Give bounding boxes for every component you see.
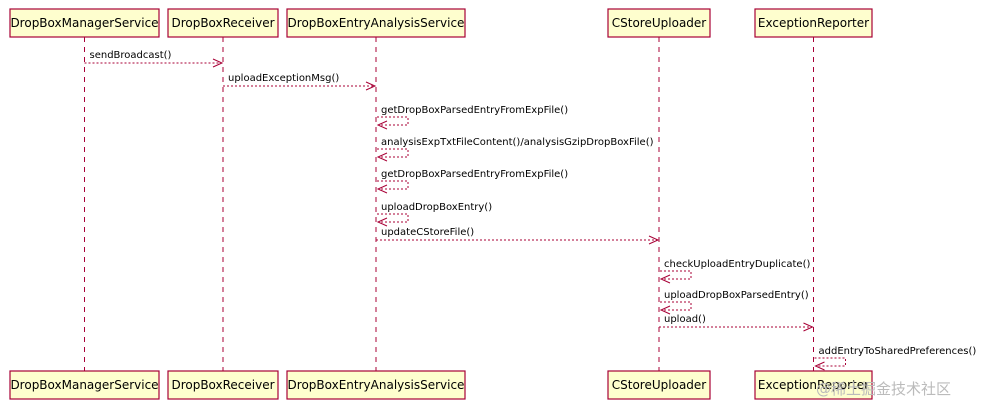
message-3: getDropBoxParsedEntryFromExpFile() — [376, 105, 568, 130]
participant-label: DropBoxEntryAnalysisService — [288, 16, 465, 30]
participant-label: ExceptionReporter — [758, 16, 869, 30]
participant-box — [286, 8, 466, 38]
self-message-line — [377, 213, 409, 223]
self-message-line — [660, 270, 692, 280]
message-9: uploadDropBoxParsedEntry() — [659, 290, 809, 315]
participant-top-er: ExceptionReporter — [754, 8, 873, 38]
participant-bottom-csu: CStoreUploader — [607, 370, 711, 400]
participant-label: CStoreUploader — [612, 378, 707, 392]
participant-top-csu: CStoreUploader — [607, 8, 711, 38]
participant-box — [9, 8, 160, 38]
message-1: sendBroadcast() — [84, 50, 224, 68]
message-10: upload() — [659, 314, 814, 332]
message-5: getDropBoxParsedEntryFromExpFile() — [376, 169, 568, 194]
message-label: analysisExpTxtFileContent()/analysisGzip… — [381, 137, 654, 148]
message-label: getDropBoxParsedEntryFromExpFile() — [381, 169, 568, 180]
self-message-line — [377, 116, 409, 126]
arrow-head-icon — [659, 274, 671, 284]
participant-bottom-dbr: DropBoxReceiver — [167, 370, 279, 400]
arrow-head-icon — [376, 120, 388, 130]
participant-box — [607, 370, 711, 400]
participant-top-deas: DropBoxEntryAnalysisService — [286, 8, 466, 38]
arrow-head-icon — [659, 305, 671, 315]
arrow-head-icon — [814, 361, 825, 371]
participant-box — [754, 8, 873, 38]
participant-label: DropBoxManagerService — [10, 378, 158, 392]
participant-top-dbms: DropBoxManagerService — [9, 8, 160, 38]
message-2: uploadExceptionMsg() — [223, 73, 377, 91]
participant-box — [754, 370, 873, 400]
arrow-head-icon — [648, 235, 660, 245]
participant-box — [167, 8, 279, 38]
message-label: addEntryToSharedPreferences() — [819, 346, 977, 357]
participant-box — [286, 370, 466, 400]
arrow-head-icon — [212, 58, 224, 68]
message-6: uploadDropBoxEntry() — [376, 202, 492, 227]
participant-bottom-er: ExceptionReporter — [754, 370, 873, 400]
participant-label: DropBoxManagerService — [10, 16, 158, 30]
message-label: sendBroadcast() — [90, 50, 172, 61]
watermark: @稀土掘金技术社区 — [816, 380, 951, 398]
participant-bottom-dbms: DropBoxManagerService — [9, 370, 160, 400]
message-label: getDropBoxParsedEntryFromExpFile() — [381, 105, 568, 116]
participant-box — [607, 8, 711, 38]
message-label: uploadDropBoxParsedEntry() — [664, 290, 809, 301]
arrow-head-icon — [376, 217, 388, 227]
message-4: analysisExpTxtFileContent()/analysisGzip… — [376, 137, 654, 162]
participant-label: DropBoxEntryAnalysisService — [288, 378, 465, 392]
message-label: updateCStoreFile() — [381, 227, 474, 238]
arrow-head-icon — [376, 184, 388, 194]
participant-box — [9, 370, 160, 400]
message-8: checkUploadEntryDuplicate() — [659, 259, 810, 284]
self-message-line — [377, 148, 409, 158]
message-label: checkUploadEntryDuplicate() — [664, 259, 810, 270]
message-7: updateCStoreFile() — [376, 227, 660, 245]
self-message-line — [377, 180, 409, 190]
participant-label: DropBoxReceiver — [171, 378, 274, 392]
message-label: uploadExceptionMsg() — [228, 73, 339, 84]
participant-bottom-deas: DropBoxEntryAnalysisService — [286, 370, 466, 400]
participant-top-dbr: DropBoxReceiver — [167, 8, 279, 38]
message-11: addEntryToSharedPreferences() — [814, 346, 977, 371]
messages: sendBroadcast() uploadExceptionMsg() getDr… — [84, 50, 977, 371]
message-label: upload() — [664, 314, 706, 325]
arrow-head-icon — [365, 81, 377, 91]
self-message-line — [660, 301, 692, 311]
participants: DropBoxManagerServiceDropBoxManagerServi… — [9, 8, 873, 400]
participant-label: ExceptionReporter — [758, 378, 869, 392]
arrow-head-icon — [803, 322, 814, 332]
participant-box — [167, 370, 279, 400]
participant-label: CStoreUploader — [612, 16, 707, 30]
message-label: uploadDropBoxEntry() — [381, 202, 492, 213]
arrow-head-icon — [376, 152, 388, 162]
self-message-line — [814, 357, 846, 367]
participant-label: DropBoxReceiver — [171, 16, 274, 30]
